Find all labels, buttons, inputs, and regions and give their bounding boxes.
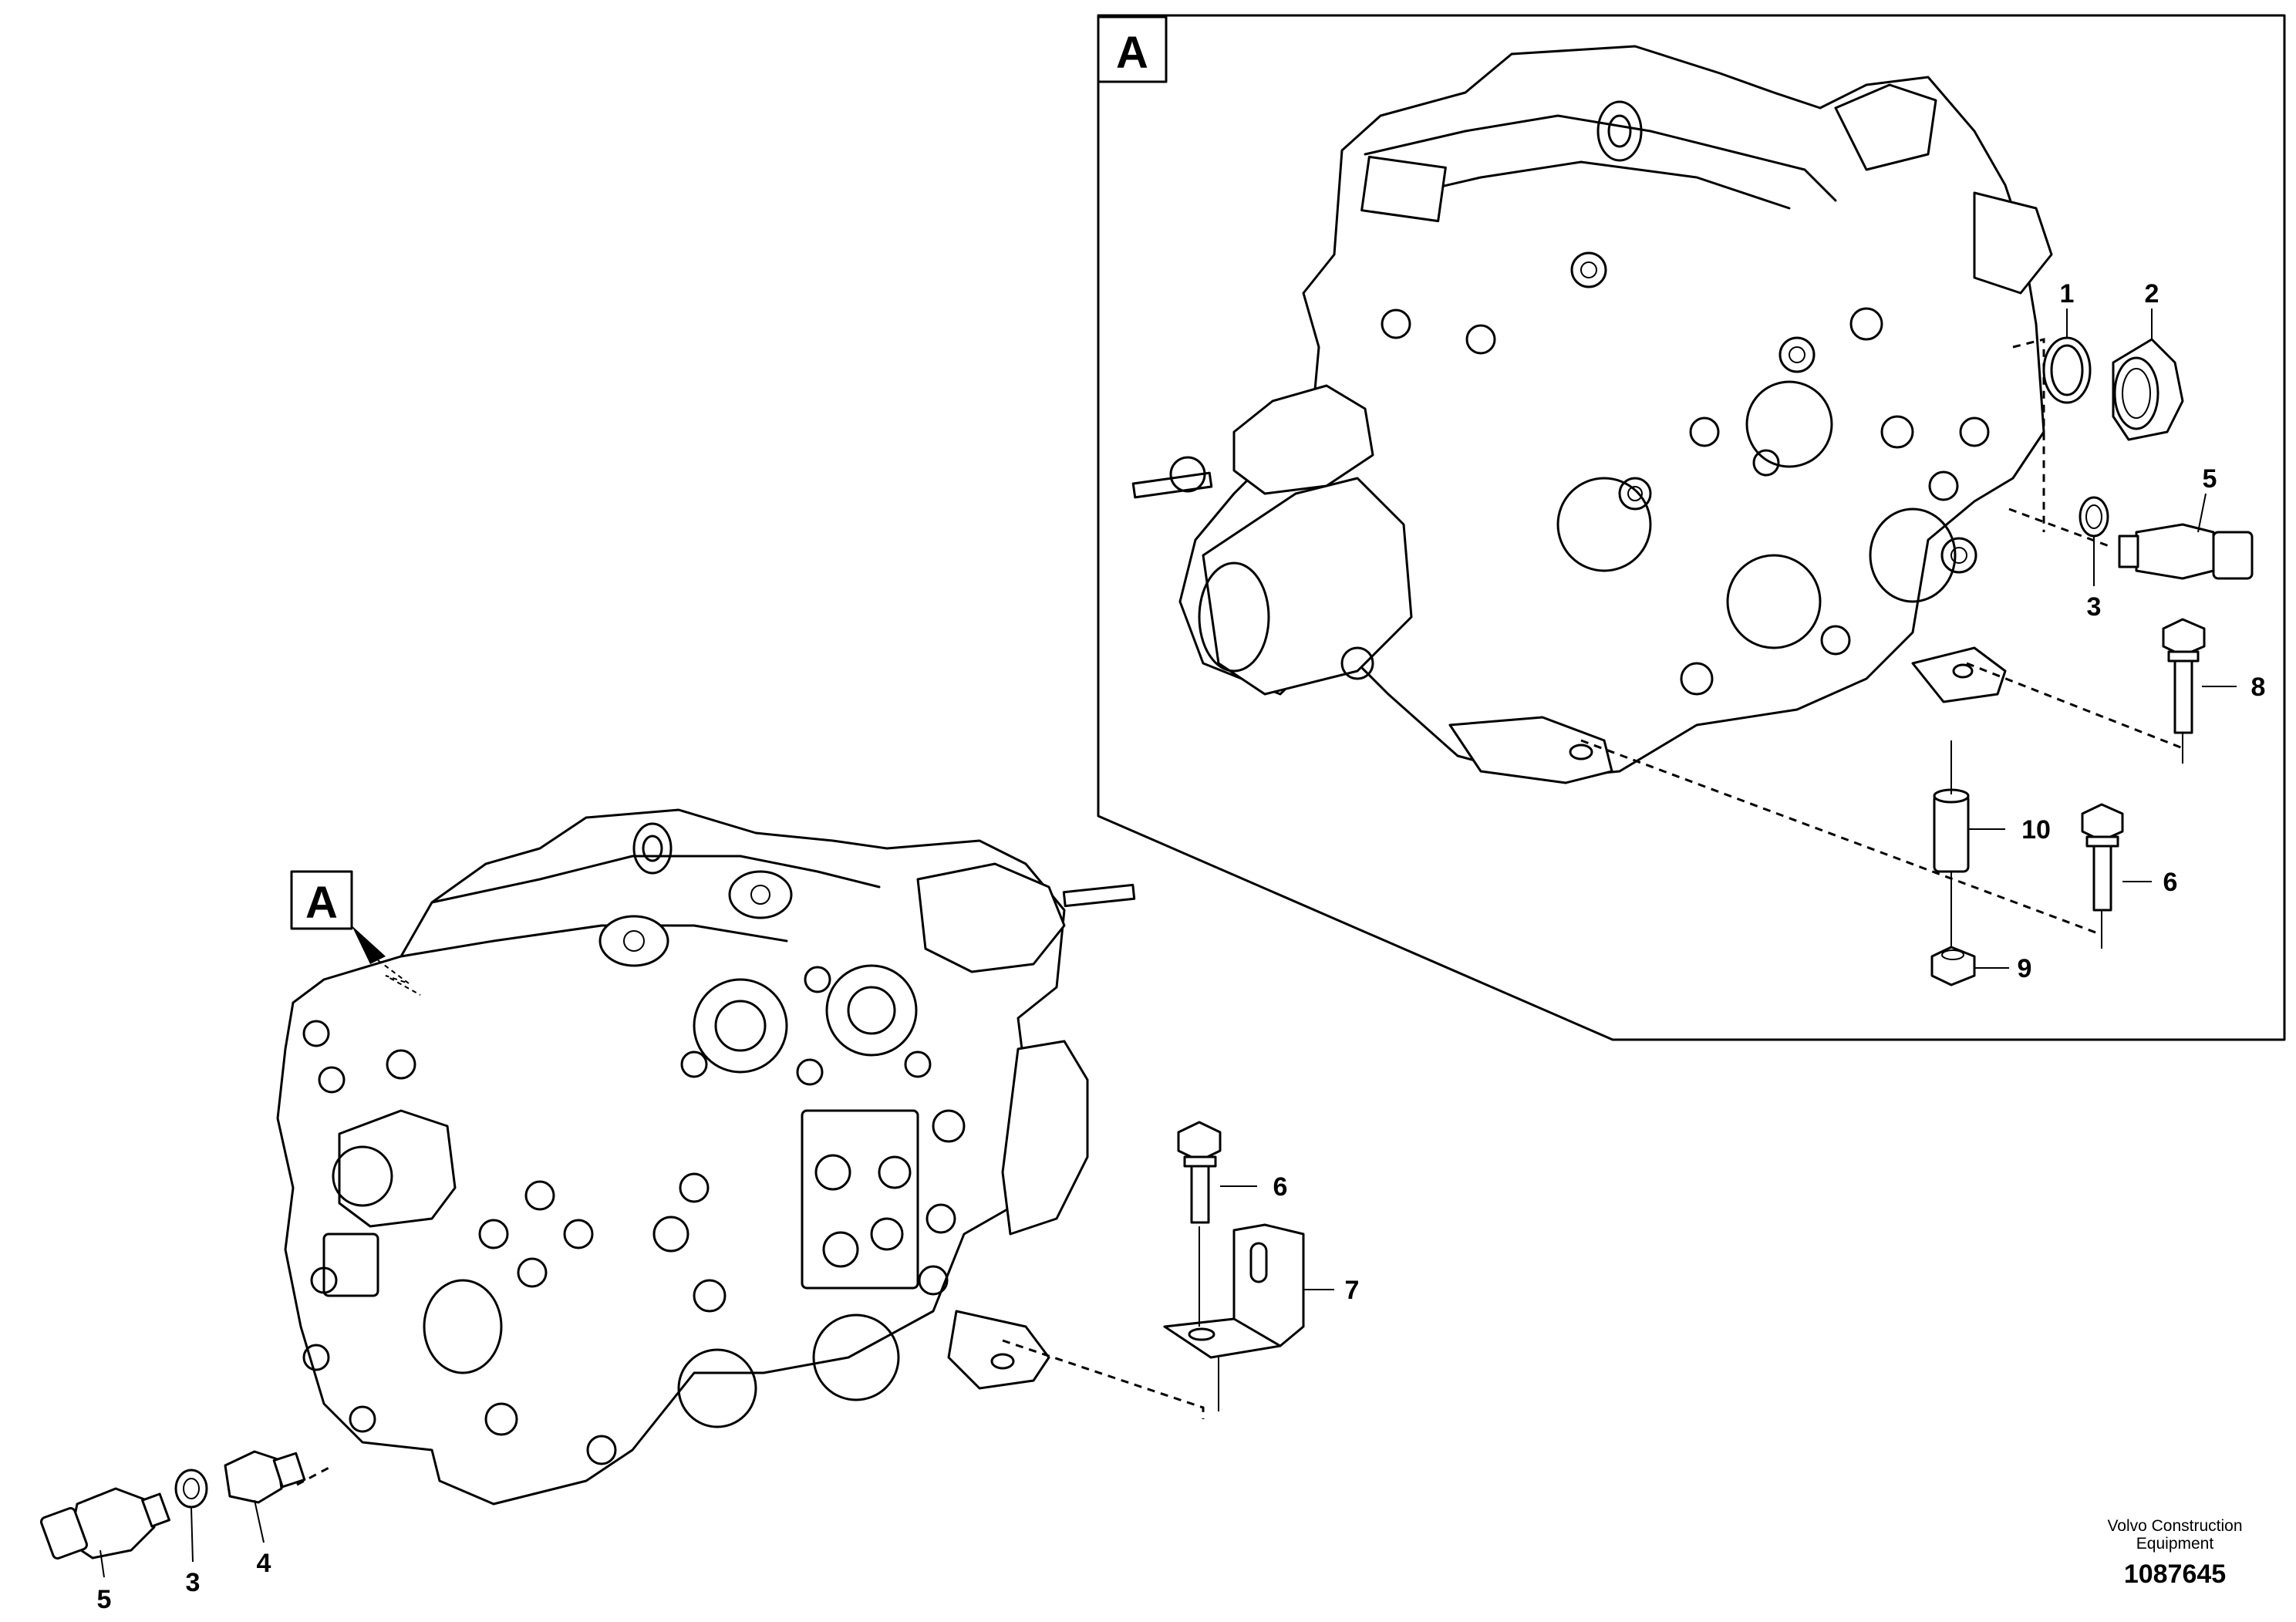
part-9-nut [1930,946,1976,986]
callout-8: 8 [2251,673,2266,702]
reference-number: 1087645 [2124,1560,2226,1589]
part-8-bolt [2162,618,2206,734]
part-3-washer-main [174,1469,208,1509]
brand-line-2: Equipment [2136,1535,2214,1553]
detail-bolt-heads [1340,251,1990,696]
part-5-sensor-main [40,1487,170,1560]
part-6-bolt-main [1177,1121,1222,1224]
main-leader-lines [99,1185,1334,1578]
callout-1: 1 [2060,279,2075,309]
part-6-bolt-detail [2081,803,2124,912]
detail-a-frame: A [1097,14,2286,1041]
callout-2: 2 [2145,279,2159,309]
detail-a-label: A [1116,28,1148,78]
callout-6-detail: 6 [2163,868,2178,897]
part-10-sleeve [1933,788,1970,873]
callout-6-main: 6 [1273,1172,1288,1202]
main-bolt-heads [302,966,966,1465]
part-1-o-ring [2042,336,2092,404]
part-5-sensor-detail [2118,523,2254,580]
main-a-pointer: A [290,870,421,996]
callout-5-detail: 5 [2203,464,2217,494]
part-4-adapter [224,1450,306,1504]
main-a-label: A [305,878,338,928]
main-valve-assembly [276,808,1136,1506]
callout-10: 10 [2021,815,2051,845]
callout-9: 9 [2018,954,2032,983]
callout-3-main: 3 [186,1568,201,1597]
part-3-washer-detail [2079,496,2109,538]
brand-line-1: Volvo Construction [2107,1517,2242,1535]
callout-4: 4 [257,1549,271,1578]
callout-5-main: 5 [97,1585,112,1614]
detail-leader-lines [1580,309,2237,969]
callout-7: 7 [1345,1276,1360,1305]
part-2-plug [2112,338,2184,441]
detail-valve-assembly [1131,45,2053,784]
callout-3-detail: 3 [2087,592,2102,622]
part-7-bracket [1163,1223,1305,1359]
